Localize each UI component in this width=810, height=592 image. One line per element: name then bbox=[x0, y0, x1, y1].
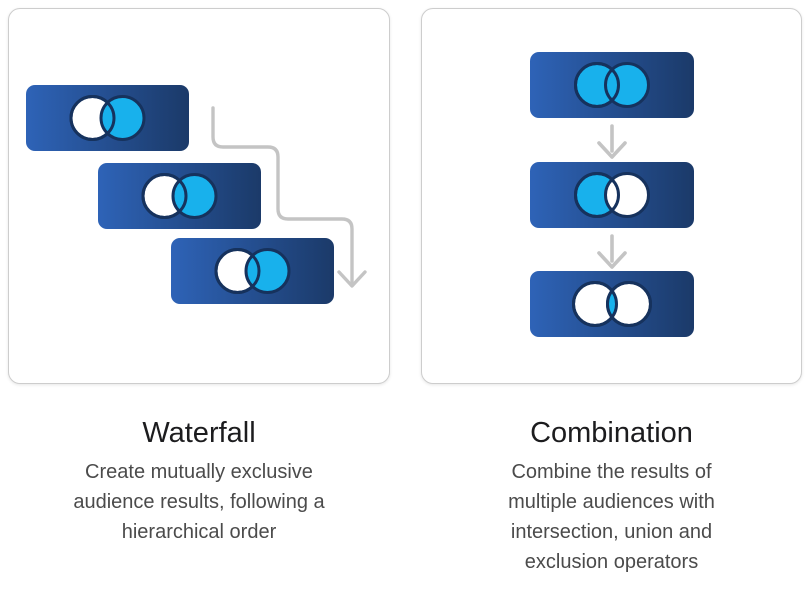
audience-segment-venn-right-highlight-icon bbox=[171, 238, 334, 304]
combination-card[interactable] bbox=[421, 8, 802, 384]
description-line: multiple audiences with bbox=[508, 491, 715, 513]
combination-title: Combination bbox=[530, 417, 693, 449]
description-line: Create mutually exclusive bbox=[85, 461, 313, 483]
option-waterfall: Waterfall Create mutually exclusive audi… bbox=[8, 8, 390, 547]
down-arrow-icon bbox=[597, 234, 627, 269]
description-line: hierarchical order bbox=[121, 521, 277, 543]
audience-segment-venn-intersection-icon bbox=[530, 271, 694, 337]
audience-segment-venn-union-icon bbox=[530, 52, 694, 118]
down-arrow-icon bbox=[597, 124, 627, 159]
audience-segment-venn-right-highlight-icon bbox=[98, 163, 261, 229]
description-line: audience results, following a bbox=[73, 491, 325, 513]
audience-segment-venn-exclusion-icon bbox=[530, 162, 694, 228]
description-line: exclusion operators bbox=[524, 551, 699, 573]
waterfall-description: Create mutually exclusive audience resul… bbox=[73, 457, 324, 547]
cascading-down-arrow-icon bbox=[211, 106, 367, 288]
waterfall-illustration-icon bbox=[26, 85, 367, 304]
description-line: intersection, union and bbox=[510, 521, 713, 543]
combination-illustration-icon bbox=[530, 52, 694, 337]
audience-segment-venn-right-highlight-icon bbox=[26, 85, 189, 151]
description-line: Combine the results of bbox=[511, 461, 712, 483]
option-combination: Combination Combine the results of multi… bbox=[421, 8, 802, 577]
waterfall-card[interactable] bbox=[8, 8, 390, 384]
waterfall-title: Waterfall bbox=[142, 417, 256, 449]
combination-description: Combine the results of multiple audience… bbox=[508, 457, 715, 577]
